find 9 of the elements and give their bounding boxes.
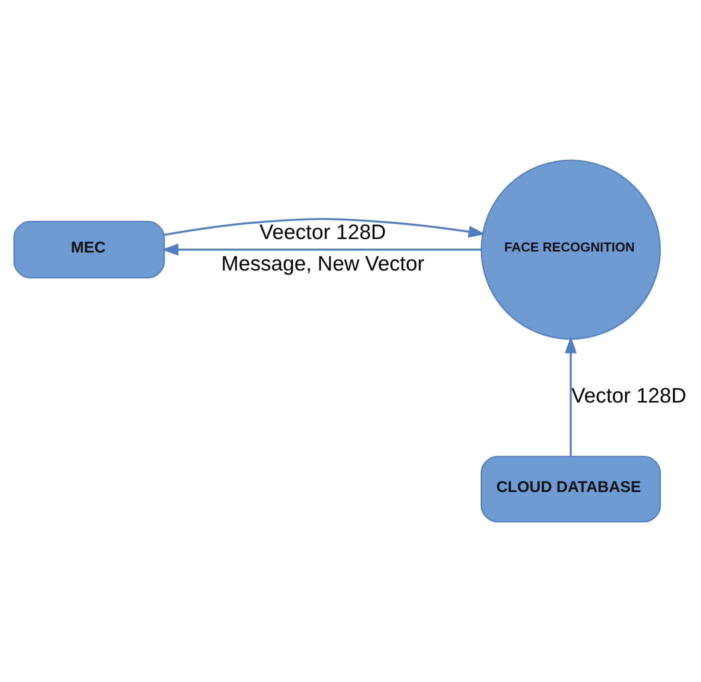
edge-label: Vector 128D (571, 384, 686, 408)
node-circle: FACE RECOGNITION (480, 160, 661, 340)
edge-label: Veector 128D (260, 220, 386, 244)
node-box: MEC (13, 220, 165, 278)
arrow (564, 336, 577, 456)
node-box: CLOUD DATABASE (480, 456, 661, 522)
arrow (164, 218, 486, 238)
edge-label: Message, New Vector (221, 252, 424, 276)
arrow (161, 244, 482, 256)
